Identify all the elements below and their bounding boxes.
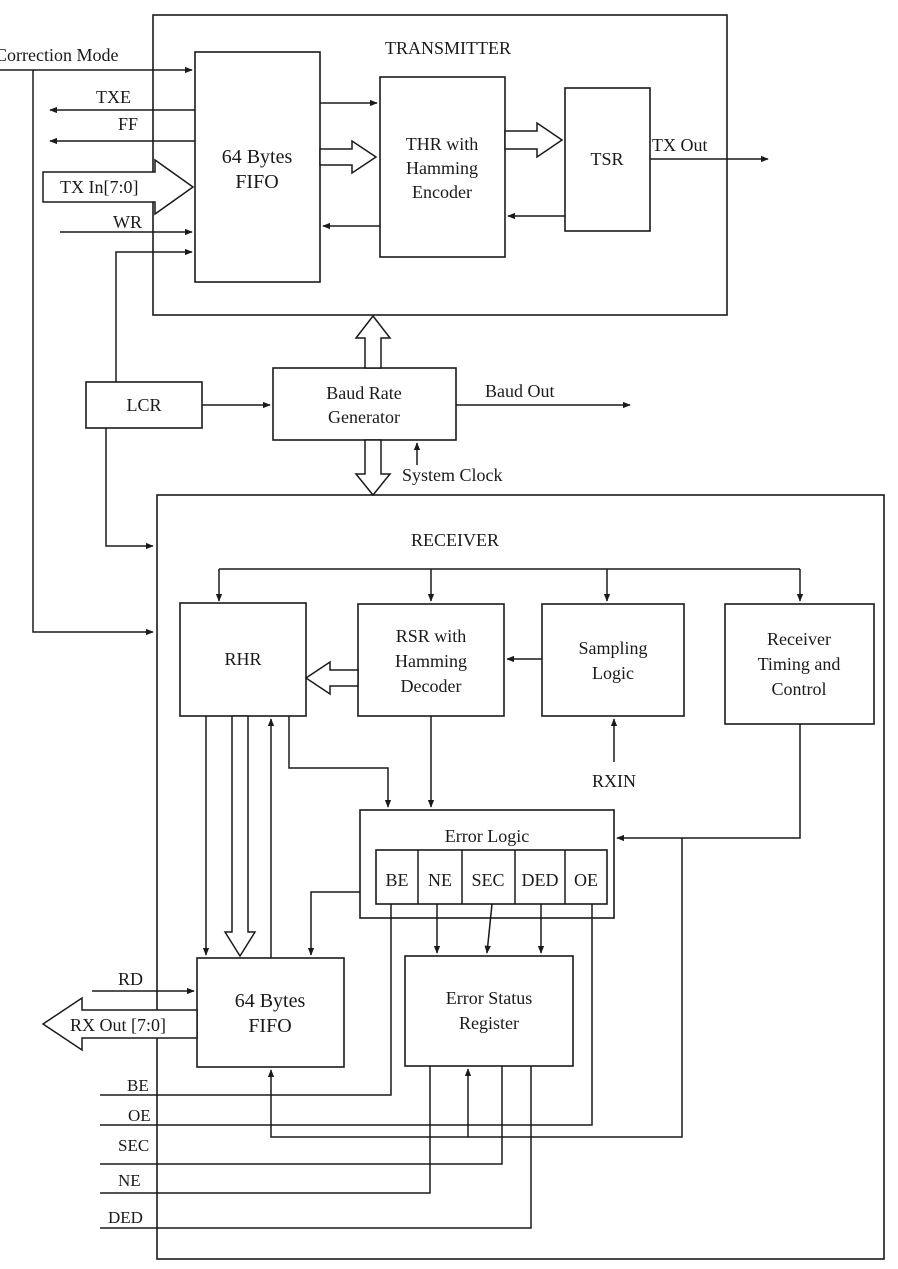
rhr-block [179, 602, 307, 717]
rx-fifo-label-2: FIFO [248, 1015, 291, 1037]
rx-fifo-block [196, 957, 345, 1068]
error-bit-ne: NE [428, 870, 452, 890]
tx-in-label: TX In[7:0] [60, 177, 138, 197]
baud-rate-generator-block [272, 367, 457, 441]
timing-label-2: Timing and [758, 654, 841, 674]
lcr-to-receiver-wire [105, 428, 154, 550]
wr-label: WR [113, 212, 142, 232]
rhr-label: RHR [224, 649, 261, 669]
baud-to-receiver-bus-arrow [354, 439, 392, 497]
baud-to-transmitter-bus-arrow [354, 314, 392, 369]
baud-gen-label-1: Baud Rate [326, 383, 401, 403]
error-status-register-block [404, 955, 574, 1067]
correction-mode-to-receiver-wire [32, 70, 154, 636]
thr-encoder-block [379, 76, 506, 258]
ne-label: NE [118, 1171, 141, 1190]
error-bit-sec: SEC [471, 870, 504, 890]
rsr-decoder-block [357, 603, 505, 717]
error-bits-strip [375, 849, 608, 905]
tx-fifo-block [194, 51, 321, 283]
rsr-to-rhr-bus-arrow [304, 660, 359, 696]
timing-label-1: Receiver [767, 629, 831, 649]
transmitter-title: TRANSMITTER [385, 38, 511, 58]
rhr-to-error-logic-wire [288, 716, 392, 808]
baud-out-label: Baud Out [485, 381, 555, 401]
thr-label-1: THR with [406, 134, 479, 154]
error-bit-oe: OE [574, 870, 598, 890]
esr-label-1: Error Status [446, 988, 532, 1008]
ded-wire [100, 1066, 532, 1229]
error-logic-title: Error Logic [445, 826, 529, 846]
rhr-to-fifo-bus-arrow [223, 715, 257, 958]
sec-label: SEC [118, 1136, 149, 1155]
oe-wire [100, 904, 593, 1126]
thr-to-tsr-bus-arrow [504, 121, 564, 159]
tx-in-bus-arrow [42, 158, 195, 216]
oe-label: OE [128, 1106, 151, 1125]
correction-mode-label: Correction Mode [0, 45, 118, 65]
timing-feedback-wire [267, 838, 683, 1138]
sec-wire [100, 1066, 503, 1165]
esr-label-2: Register [459, 1013, 519, 1033]
thr-label-2: Hamming [406, 158, 478, 178]
txe-label: TXE [96, 87, 131, 107]
rsr-label-3: Decoder [401, 676, 462, 696]
rsr-label-1: RSR with [396, 626, 467, 646]
error-logic-to-fifo-wire [307, 891, 360, 956]
sampling-label-1: Sampling [578, 638, 647, 658]
rd-label: RD [118, 969, 143, 989]
lcr-to-tx-fifo-wire [115, 248, 193, 382]
thr-label-3: Encoder [412, 182, 472, 202]
be-label: BE [127, 1076, 149, 1095]
baud-gen-label-2: Generator [328, 407, 400, 427]
tx-out-label: TX Out [652, 135, 708, 155]
error-bit-be: BE [385, 870, 408, 890]
ded-label: DED [108, 1208, 143, 1227]
be-wire [100, 904, 392, 1096]
fifo-to-thr-bus-arrow [319, 139, 378, 175]
tx-fifo-label-2: FIFO [235, 171, 278, 193]
timing-label-3: Control [771, 679, 826, 699]
rx-out-label: RX Out [7:0] [70, 1015, 166, 1035]
sec-to-esr-wire [484, 903, 493, 954]
sampling-label-2: Logic [592, 663, 634, 683]
receiver-timing-control-block [724, 603, 875, 725]
rsr-label-2: Hamming [395, 651, 467, 671]
error-bit-ded: DED [522, 870, 559, 890]
tsr-label: TSR [590, 149, 623, 169]
receiver-title: RECEIVER [411, 530, 499, 550]
lcr-label: LCR [126, 395, 161, 415]
receiver-frame [156, 494, 885, 1260]
tx-fifo-label-1: 64 Bytes [222, 146, 293, 168]
lcr-block [85, 381, 203, 429]
ne-wire [100, 1066, 431, 1194]
system-clock-label: System Clock [402, 465, 503, 485]
transmitter-frame [152, 14, 728, 316]
rx-fifo-label-1: 64 Bytes [235, 990, 306, 1012]
rx-out-bus-arrow [41, 996, 198, 1052]
timing-to-error-logic-wire [616, 724, 801, 842]
sampling-logic-block [541, 603, 685, 717]
ff-label: FF [118, 114, 138, 134]
rxin-label: RXIN [592, 771, 636, 791]
